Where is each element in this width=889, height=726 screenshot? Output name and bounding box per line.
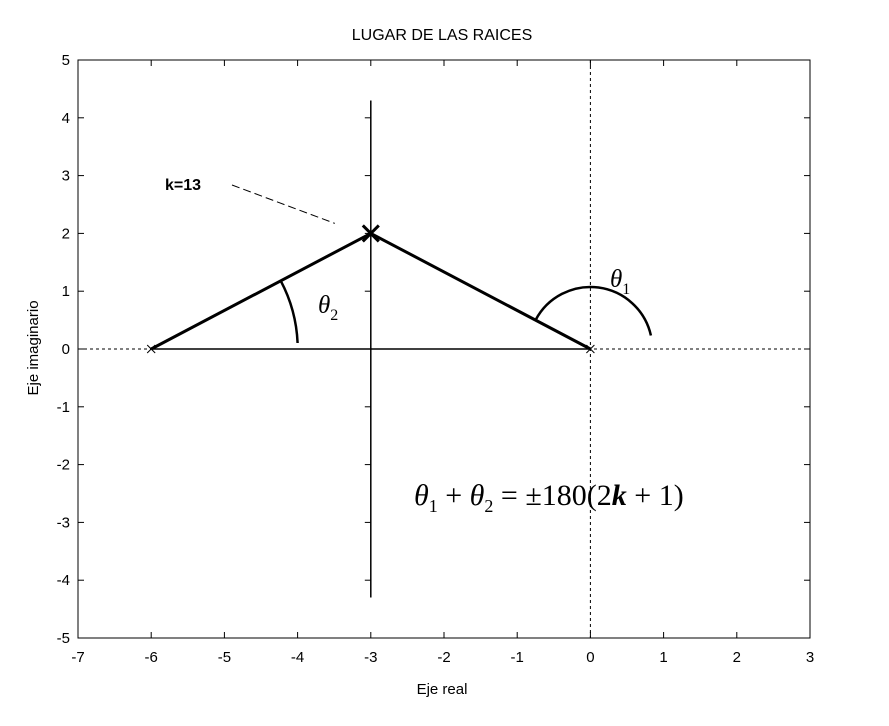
angle-line-1	[150, 232, 372, 351]
pole-marker	[146, 344, 156, 354]
y-tick-label: -5	[57, 630, 70, 647]
gain-label: k=13	[165, 177, 201, 194]
x-tick-label: -3	[364, 649, 377, 666]
gain-leader-line	[231, 184, 335, 224]
x-tick-label: -7	[71, 649, 84, 666]
y-tick-label: 1	[62, 283, 70, 300]
x-tick-label: -2	[437, 649, 450, 666]
pole-marker	[586, 344, 595, 354]
y-tick-label: -2	[57, 457, 70, 474]
pole-stroke	[586, 344, 595, 354]
x-tick-label: 0	[586, 649, 594, 666]
y-tick-label: 5	[62, 52, 70, 69]
y-tick-label: -3	[57, 514, 70, 531]
pole-stroke	[146, 344, 156, 354]
y-tick-label: -4	[57, 572, 70, 589]
theta2-arc	[279, 280, 299, 344]
x-tick-label: -6	[145, 649, 158, 666]
axis-ticks: -7 -6 -5 -4 -3 -2 -1 0 1 2 3 -5 -4 -3 -2 -1 0 1 2 3 4 5	[57, 52, 815, 666]
x-tick-label: 2	[733, 649, 741, 666]
x-tick-label: 3	[806, 649, 814, 666]
y-tick-label: 0	[62, 341, 70, 358]
y-tick-label: -1	[57, 399, 70, 416]
theta1-label: θ1	[610, 266, 630, 298]
x-tick-label: -4	[291, 649, 304, 666]
x-tick-label: 1	[659, 649, 667, 666]
theta1-arc	[534, 285, 653, 336]
x-tick-label: -5	[218, 649, 231, 666]
x-tick-label: -1	[511, 649, 524, 666]
plot-frame	[77, 59, 811, 639]
y-tick-label: 4	[62, 110, 70, 127]
x-axis-label: Eje real	[417, 681, 468, 698]
chart-title: LUGAR DE LAS RAICES	[352, 27, 533, 44]
y-axis-label: Eje imaginario	[25, 300, 42, 395]
y-tick-label: 3	[62, 168, 70, 185]
y-tick-label: 2	[62, 225, 70, 242]
test-point-marker	[361, 224, 380, 243]
angle-line-2	[370, 232, 592, 351]
plot-content	[78, 60, 810, 638]
theta2-label: θ2	[318, 292, 338, 324]
angle-condition-equation: θ1 + θ2 = ±180(2k + 1)	[414, 479, 684, 516]
test-point-stroke	[361, 224, 380, 243]
